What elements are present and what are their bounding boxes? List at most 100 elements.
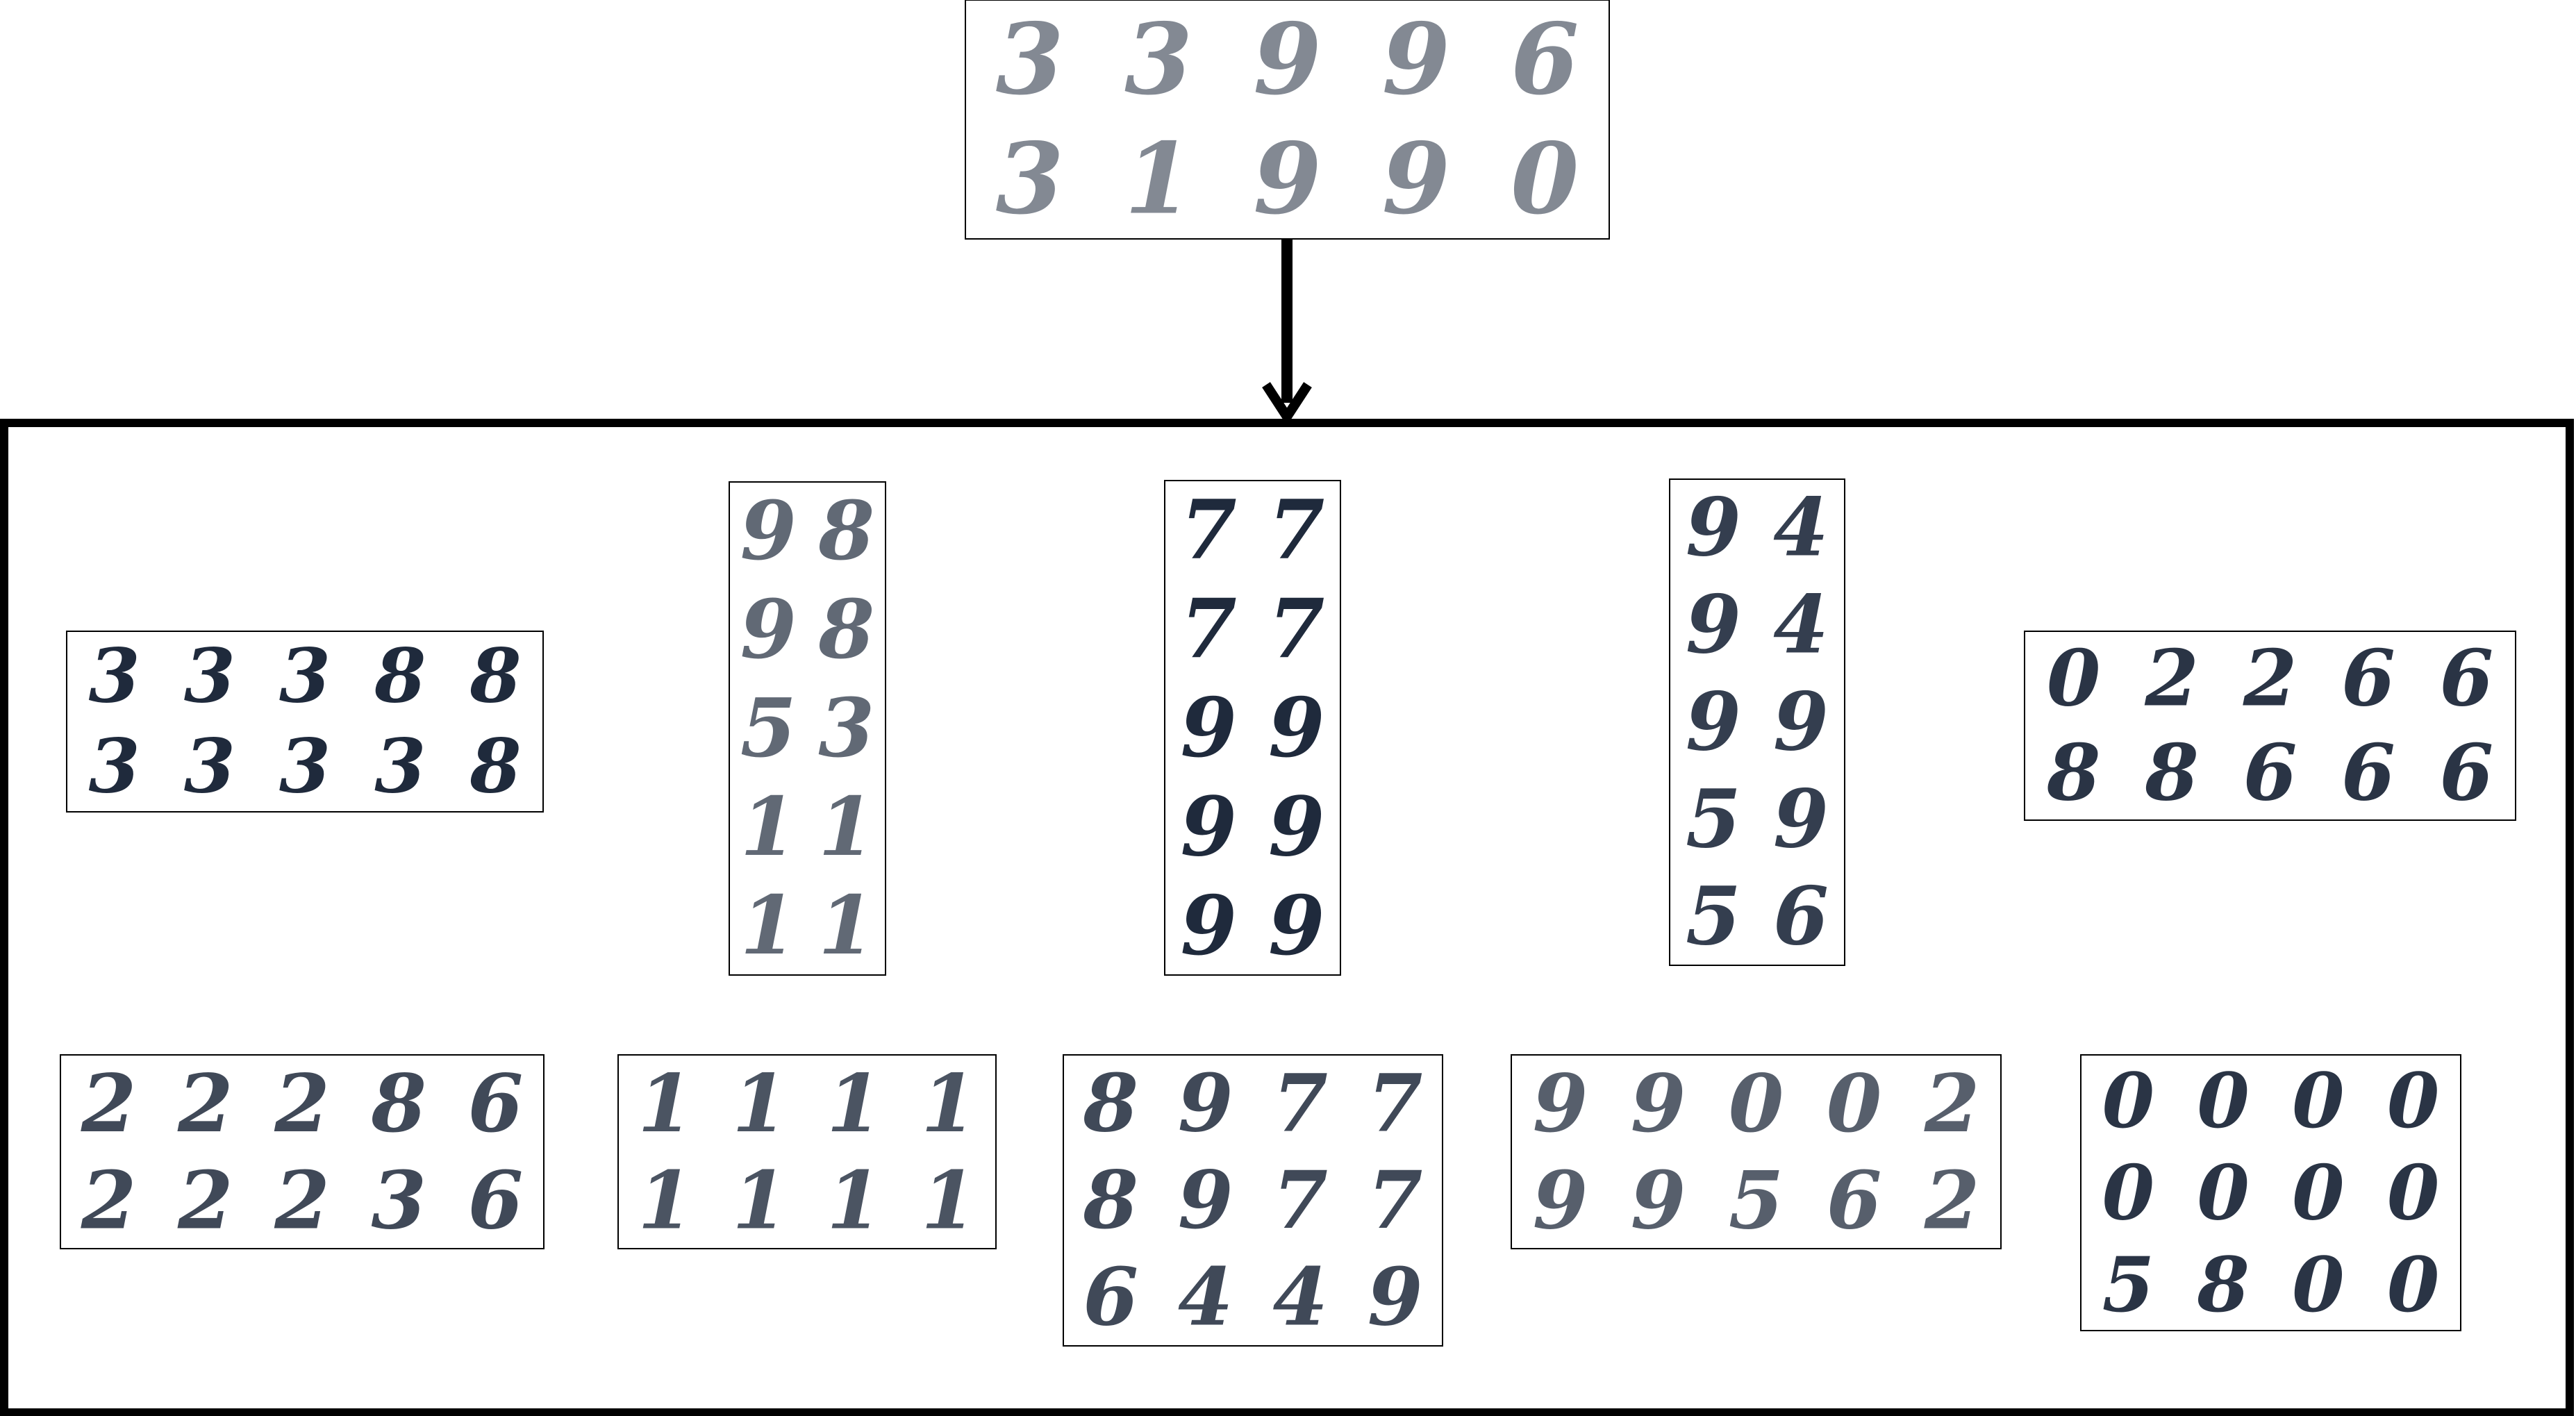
digit-sample: 2: [81, 1153, 137, 1247]
digit-sample: 8: [1082, 1056, 1138, 1150]
digit-sample: 7: [1272, 1153, 1328, 1247]
digit-sample: 3: [996, 122, 1064, 237]
digit-sample: 2: [274, 1153, 330, 1247]
digit-sample: 5: [1729, 1153, 1784, 1247]
digit-sample: 7: [1268, 482, 1324, 578]
digit-sample: 8: [2196, 1240, 2250, 1329]
digit-sample: 3: [374, 724, 426, 810]
digit-sample: 2: [81, 1057, 137, 1150]
digit-sample: 0: [2292, 1149, 2345, 1238]
cluster-frame: [1669, 478, 1845, 966]
digit-sample: 5: [1686, 773, 1741, 867]
digit-sample: 1: [638, 1057, 693, 1150]
digit-sample: 3: [184, 724, 235, 810]
digit-sample: 7: [1272, 1056, 1328, 1150]
digit-sample: 2: [2144, 633, 2199, 724]
digit-sample: 9: [1631, 1057, 1686, 1150]
digit-sample: 8: [817, 583, 874, 677]
cluster-frame: [1063, 1054, 1443, 1347]
cluster-frame: [965, 0, 1610, 240]
digit-sample: 6: [2243, 728, 2297, 819]
child-clusters-frame: [0, 419, 2574, 1416]
digit-sample: 1: [818, 878, 874, 973]
digit-sample: 4: [1773, 578, 1829, 672]
cluster-frame: [60, 1054, 545, 1249]
digit-sample: 8: [469, 633, 521, 720]
digit-sample: 6: [1827, 1153, 1882, 1247]
digit-sample: 4: [1773, 481, 1829, 575]
digit-sample: 0: [1511, 122, 1579, 237]
digit-sample: 8: [370, 1057, 426, 1150]
digit-sample: 8: [1082, 1153, 1138, 1247]
digit-sample: 4: [1178, 1251, 1233, 1344]
digit-sample: 0: [1729, 1057, 1784, 1150]
digit-sample: 8: [817, 484, 874, 578]
digit-sample: 3: [996, 3, 1064, 117]
digit-sample: 5: [740, 681, 797, 776]
digit-sample: 9: [1533, 1153, 1588, 1247]
digit-sample: 9: [1631, 1153, 1686, 1247]
digit-sample: 9: [1686, 481, 1741, 575]
digit-sample: 3: [89, 724, 140, 810]
digit-sample: 6: [1511, 3, 1579, 117]
digit-sample: 9: [1686, 578, 1741, 672]
cluster-frame: [1164, 480, 1341, 976]
digit-sample: 1: [732, 1057, 788, 1150]
digit-sample: 1: [638, 1153, 693, 1247]
digit-sample: 3: [184, 633, 235, 720]
digit-sample: 9: [740, 583, 797, 677]
digit-sample: 2: [274, 1057, 330, 1150]
digit-sample: 6: [1083, 1251, 1138, 1344]
digit-sample: 1: [732, 1153, 788, 1247]
digit-sample: 6: [2341, 728, 2395, 819]
digit-sample: 8: [374, 633, 426, 720]
cluster-frame: [1511, 1054, 2002, 1249]
digit-sample: 2: [177, 1153, 233, 1247]
digit-sample: 6: [468, 1057, 524, 1150]
digit-sample: 1: [826, 1153, 882, 1247]
digit-sample: 7: [1368, 1056, 1423, 1150]
digit-sample: 3: [279, 633, 331, 720]
digit-sample: 9: [1686, 676, 1741, 769]
cluster-frame: [2024, 631, 2516, 821]
digit-sample: 9: [1181, 878, 1237, 974]
digit-sample: 4: [1272, 1251, 1328, 1344]
digit-sample: 9: [1773, 676, 1829, 769]
digit-sample: 5: [2102, 1240, 2155, 1329]
digit-sample: 2: [177, 1057, 233, 1150]
digit-sample: 6: [2440, 633, 2494, 724]
digit-sample: 9: [740, 484, 797, 578]
descend-arrow: [1262, 239, 1312, 426]
digit-sample: 2: [1924, 1057, 1980, 1150]
digit-sample: 8: [469, 724, 521, 810]
digit-sample: 1: [740, 780, 797, 874]
digit-sample: 6: [1773, 870, 1829, 964]
digit-sample: 1: [740, 878, 797, 973]
cluster-frame: [2080, 1054, 2461, 1331]
digit-sample: 0: [1827, 1057, 1882, 1150]
digit-sample: 0: [2387, 1149, 2440, 1238]
digit-sample: 1: [818, 780, 874, 874]
digit-sample: 8: [2144, 728, 2199, 819]
digit-sample: 1: [826, 1057, 882, 1150]
digit-sample: 3: [89, 633, 140, 720]
digit-sample: 7: [1181, 482, 1237, 578]
digit-sample: 9: [1178, 1153, 1233, 1247]
digit-sample: 9: [1268, 878, 1324, 974]
digit-sample: 7: [1368, 1153, 1423, 1247]
digit-sample: 6: [468, 1153, 524, 1247]
digit-sample: 7: [1181, 581, 1237, 677]
digit-sample: 3: [1124, 3, 1193, 117]
digit-sample: 0: [2047, 633, 2101, 724]
digit-sample: 9: [1268, 680, 1324, 776]
digit-sample: 0: [2292, 1056, 2345, 1145]
digit-sample: 9: [1533, 1057, 1588, 1150]
